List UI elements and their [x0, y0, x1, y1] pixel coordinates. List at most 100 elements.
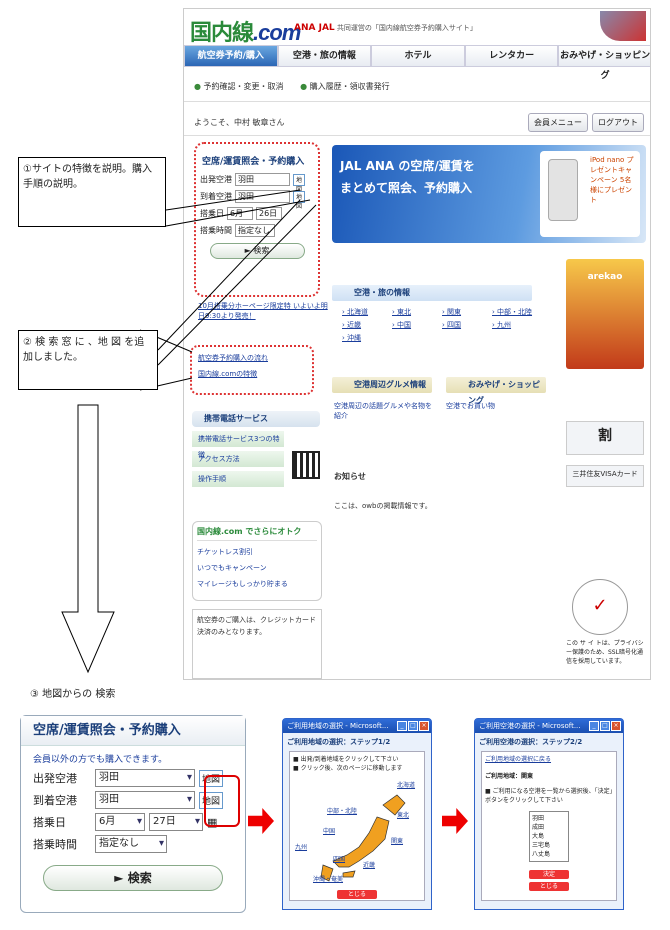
nav-tab-hotel[interactable]: ホテル — [371, 45, 465, 67]
date-label: 搭乗日 — [33, 816, 66, 829]
logout-button[interactable]: ログアウト — [592, 113, 644, 132]
close-button[interactable]: とじる — [529, 882, 569, 891]
link-features[interactable]: 国内線.comの特徴 — [198, 370, 258, 378]
nav-tab-rentacar[interactable]: レンタカー — [464, 45, 559, 67]
nav-tab-airport-info[interactable]: 空港・旅の情報 — [277, 45, 372, 67]
gourmet-header: 空港周辺グルメ情報 — [332, 377, 432, 393]
callout-map: ② 検 索 窓 に 、地 図 を追加しました。 — [18, 330, 158, 390]
corner-image — [600, 11, 646, 41]
dep-label: 出発空港 — [200, 175, 232, 184]
region-link[interactable]: 九州 — [492, 320, 542, 330]
decide-button[interactable]: 決定 — [529, 870, 569, 879]
time-select[interactable]: 指定なし — [235, 224, 275, 237]
instruction-line: ■ クリック後、次のページに移動します — [293, 765, 403, 772]
region-link[interactable]: 中部・北陸 — [492, 307, 542, 317]
month-select[interactable]: 6月 — [95, 813, 145, 831]
region-links: 北海道 東北 関東 中部・北陸 近畿 中国 四国 九州 沖縄 — [342, 307, 542, 343]
sub-nav: 予約確認・変更・取消 購入履歴・領収書発行 — [194, 81, 404, 92]
region-link-shikoku[interactable]: 四国 — [333, 856, 346, 863]
subnav-link-history[interactable]: 購入履歴・領収書発行 — [300, 82, 390, 91]
arekao-ad[interactable]: arekao — [566, 259, 644, 369]
arr-airport-select[interactable]: 羽田 — [95, 791, 195, 809]
region-link[interactable]: 四国 — [442, 320, 492, 330]
site-logo[interactable]: 国内線.com — [190, 20, 301, 45]
shopping-header: おみやげ・ショッピング — [446, 377, 546, 405]
back-link[interactable]: ご利用地域の選択に戻る — [485, 756, 552, 763]
close-icon[interactable]: × — [419, 721, 429, 731]
step-title: ご利用地域の選択：ステップ1/2 — [287, 738, 391, 746]
nav-tab-booking[interactable]: 航空券予約/購入 — [184, 45, 278, 67]
region-link[interactable]: 東北 — [392, 307, 442, 317]
dep-map-button[interactable]: 地図 — [293, 173, 305, 193]
minimize-icon[interactable]: _ — [589, 721, 599, 731]
maximize-icon[interactable]: □ — [600, 721, 610, 731]
mobile-title: 携帯電話サービス — [192, 411, 320, 427]
region-link[interactable]: 中国 — [392, 320, 442, 330]
region-link-kinki[interactable]: 近畿 — [363, 862, 376, 869]
notice-title: お知らせ — [334, 472, 366, 481]
hero-banner[interactable]: JAL ANA の空席/運賃を まとめて照会、予約購入 iPod nano プレ… — [332, 145, 646, 243]
close-button[interactable]: とじる — [337, 890, 377, 899]
dep-airport-select[interactable]: 羽田 — [235, 173, 290, 186]
maximize-icon[interactable]: □ — [408, 721, 418, 731]
minimize-icon[interactable]: _ — [397, 721, 407, 731]
region-link-chubu[interactable]: 中部・北陸 — [327, 808, 358, 815]
day-select[interactable]: 27日 — [149, 813, 203, 831]
gourmet-text[interactable]: 空港周辺の話題グルメや名物を紹介 — [334, 402, 432, 420]
close-icon[interactable]: × — [611, 721, 621, 731]
shopping-text[interactable]: 空港でお買い物 — [446, 402, 495, 410]
plus-item[interactable]: マイレージもしっかり貯まる — [197, 580, 288, 588]
plus-item[interactable]: チケットレス割引 — [197, 548, 253, 556]
nav-tab-shopping[interactable]: おみやげ・ショッピング — [558, 45, 650, 81]
member-menu-button[interactable]: 会員メニュー — [528, 113, 588, 132]
region-link-okinawa[interactable]: 沖縄・奄美 — [313, 876, 344, 883]
mobile-link[interactable]: アクセス方法 — [192, 451, 284, 467]
airport-option[interactable]: 八丈島 — [532, 851, 551, 858]
time-select[interactable]: 指定なし — [95, 835, 167, 853]
promo-link[interactable]: 10月搭乗分ホーページ限定特 いよいよ明日9:30より発売！ — [198, 302, 328, 320]
large-search-button[interactable]: ► 検索 — [43, 865, 223, 891]
calendar-icon[interactable]: ▦ — [207, 815, 218, 829]
qr-code-icon — [292, 451, 320, 479]
dep-airport-select[interactable]: 羽田 — [95, 769, 195, 787]
japan-map-shape — [320, 794, 406, 882]
ipod-campaign[interactable]: iPod nano プレゼントキャンペーン 5名様にプレゼント — [540, 151, 640, 237]
verisign-seal-icon[interactable]: ✓ — [572, 579, 628, 635]
search-button[interactable]: ► 検索 — [209, 243, 305, 259]
arr-label: 到着空港 — [33, 794, 77, 807]
divider — [184, 101, 650, 102]
plus-title: 国内線.com でさらにオトク — [197, 526, 317, 541]
japan-map: 北海道 東北 中部・北陸 関東 中国 九州 近畿 四国 沖縄・奄美 — [293, 777, 421, 887]
banner-line-1: JAL ANA の空席/運賃を — [340, 159, 475, 173]
window-title: ご利用地域の選択 - Microsoft... — [287, 722, 389, 730]
visa-ad[interactable]: 三井住友VISAカード — [566, 465, 644, 487]
plus-item[interactable]: いつでもキャンペーン — [197, 564, 267, 572]
airport-option[interactable]: 成田 — [532, 824, 545, 831]
region-link-tohoku[interactable]: 東北 — [397, 812, 410, 819]
airport-option[interactable]: 羽田 — [532, 815, 545, 822]
subnav-link-reservation[interactable]: 予約確認・変更・取消 — [194, 82, 284, 91]
region-link[interactable]: 沖縄 — [342, 333, 392, 343]
region-link-kanto[interactable]: 関東 — [391, 838, 404, 845]
region-link[interactable]: 近畿 — [342, 320, 392, 330]
region-link[interactable]: 北海道 — [342, 307, 392, 317]
link-purchase-flow[interactable]: 航空券予約購入の流れ — [198, 354, 268, 362]
wari-ad[interactable]: 割 — [566, 421, 644, 455]
mobile-link[interactable]: 操作手順 — [192, 471, 284, 487]
region-link-chugoku[interactable]: 中国 — [323, 828, 336, 835]
area-label: ご利用地域：関東 — [485, 773, 534, 780]
large-search-subtitle: 会員以外の方でも購入できます。 — [33, 755, 168, 765]
airport-option[interactable]: 大島 — [532, 833, 545, 840]
region-link-kyushu[interactable]: 九州 — [295, 844, 308, 851]
airport-option[interactable]: 三宅島 — [532, 842, 551, 849]
credit-notice: 航空券のご購入は、クレジットカード決済のみとなります。 — [192, 609, 322, 679]
airport-listbox[interactable]: 羽田 成田 大島 三宅島 八丈島 — [529, 811, 569, 862]
plus-box: 国内線.com でさらにオトク チケットレス割引 いつでもキャンペーン マイレー… — [192, 521, 322, 601]
account-buttons: 会員メニュー ログアウト — [528, 113, 644, 132]
main-nav: 航空券予約/購入 空港・旅の情報 ホテル レンタカー おみやげ・ショッピング — [184, 45, 650, 81]
region-link-hokkaido[interactable]: 北海道 — [397, 782, 416, 789]
region-link[interactable]: 関東 — [442, 307, 492, 317]
callout-features: ①サイトの特徴を説明。購入手順の説明。 — [18, 157, 166, 227]
instruction-text: ■ ご利用になる空港を一覧から選択後、「決定」ボタンをクリックして下さい — [485, 788, 613, 804]
